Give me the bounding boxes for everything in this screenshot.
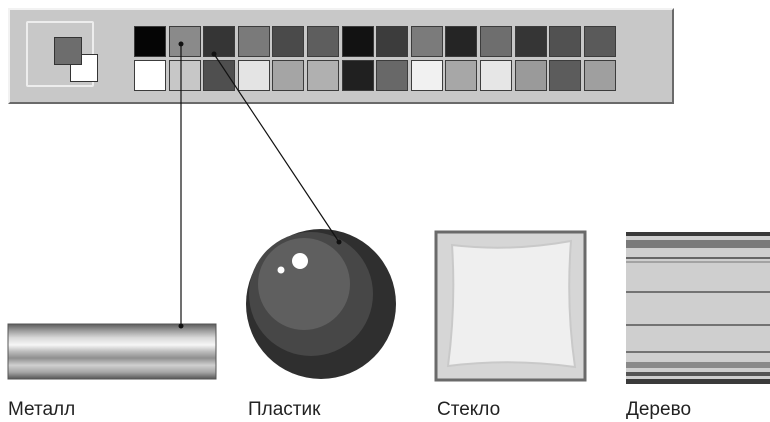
palette-swatch[interactable] (307, 60, 339, 91)
palette-swatch[interactable] (410, 26, 443, 57)
foreground-color-swatch[interactable] (54, 37, 82, 65)
label-glass: Стекло (437, 399, 501, 420)
wood-sample (626, 232, 770, 384)
palette-swatch[interactable] (134, 26, 166, 57)
palette-swatch[interactable] (410, 60, 443, 91)
palette-swatch[interactable] (237, 26, 270, 57)
palette-swatch[interactable] (480, 26, 512, 57)
label-plastic: Пластик (248, 399, 321, 420)
palette-swatch[interactable] (445, 26, 478, 57)
metal-sample (7, 323, 217, 380)
palette-swatch[interactable] (168, 26, 201, 57)
palette-swatch[interactable] (549, 60, 582, 91)
palette-swatch[interactable] (168, 60, 201, 91)
palette-swatch[interactable] (376, 60, 409, 91)
palette-swatch[interactable] (583, 26, 616, 57)
palette-swatch[interactable] (341, 60, 374, 91)
palette-swatch[interactable] (514, 26, 547, 57)
palette-swatch[interactable] (203, 26, 236, 57)
label-metal: Металл (8, 399, 76, 420)
palette-swatch[interactable] (272, 60, 305, 91)
palette-swatch[interactable] (514, 60, 547, 91)
label-wood: Дерево (626, 399, 692, 420)
palette-swatch[interactable] (480, 60, 512, 91)
palette-swatch[interactable] (272, 26, 305, 57)
plastic-sample (246, 229, 396, 379)
palette-swatch[interactable] (134, 60, 166, 91)
palette-swatch[interactable] (237, 60, 270, 91)
glass-sample (434, 230, 587, 382)
palette-swatch[interactable] (376, 26, 409, 57)
palette-swatch[interactable] (203, 60, 236, 91)
palette-swatch[interactable] (583, 60, 616, 91)
current-colors-indicator[interactable] (26, 21, 98, 87)
palette-swatch[interactable] (307, 26, 339, 57)
palette-swatch[interactable] (445, 60, 478, 91)
color-palette-toolbar (8, 8, 674, 104)
palette-swatch[interactable] (549, 26, 582, 57)
palette-swatch[interactable] (341, 26, 374, 57)
